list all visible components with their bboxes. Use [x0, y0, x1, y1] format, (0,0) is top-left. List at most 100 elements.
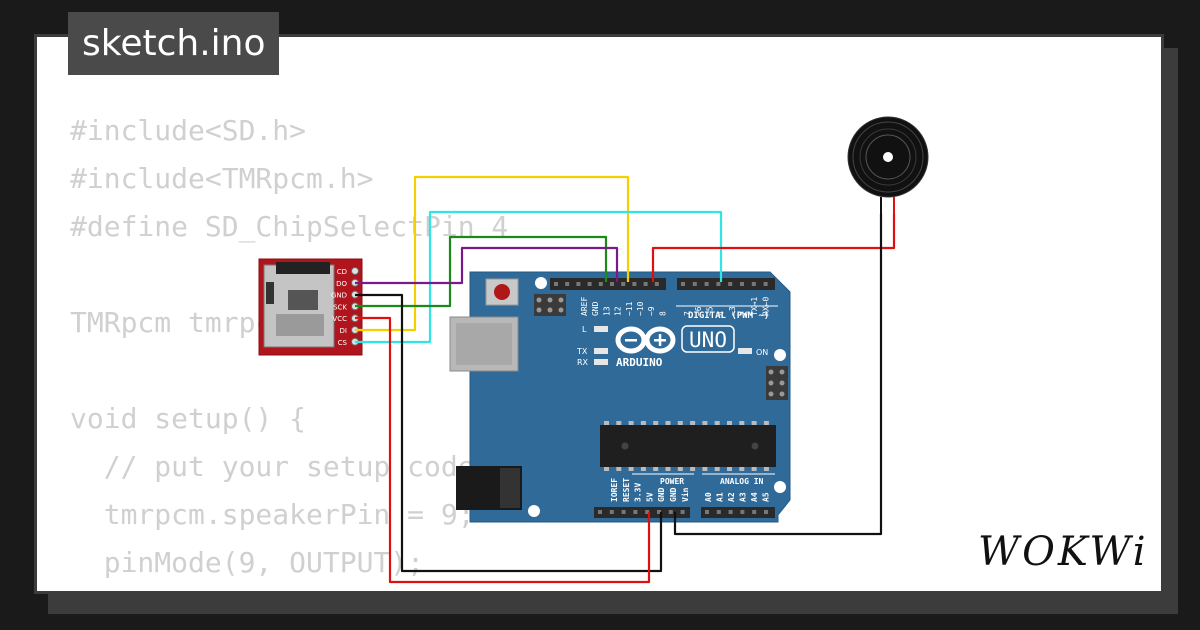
pin-label: A2 — [727, 492, 736, 502]
pin-label: ~10 — [636, 301, 645, 316]
sd-pin-label: GND — [331, 292, 347, 300]
header-pin — [643, 282, 648, 286]
pin-label: 3.3V — [634, 483, 643, 502]
icsp-header — [534, 294, 566, 316]
chip-pin — [702, 421, 708, 425]
chip-pin — [616, 467, 622, 471]
chip-pin — [653, 421, 659, 425]
wire-green-sck[interactable] — [355, 235, 608, 308]
led-l — [594, 326, 608, 332]
led-rx — [594, 359, 608, 365]
chip-pin — [665, 467, 671, 471]
code-line: void setup() { — [70, 402, 307, 435]
icsp-header-right — [766, 366, 788, 400]
led-label-tx: TX — [576, 347, 588, 356]
digital-header-left[interactable] — [550, 278, 666, 290]
digital-label: DIGITAL (PWM ~) — [688, 311, 769, 321]
chip-pin — [665, 421, 671, 425]
pin-label: ~9 — [647, 306, 656, 316]
led-on — [738, 348, 752, 354]
analog-header[interactable] — [701, 507, 775, 518]
chip-pin — [739, 467, 745, 471]
led-label-on: ON — [756, 348, 768, 357]
pin-label: GND — [657, 487, 666, 502]
chip-pin — [739, 421, 745, 425]
wire-red-speaker[interactable] — [651, 214, 896, 282]
chip-pin — [690, 467, 696, 471]
header-pin — [740, 510, 745, 514]
chip-pin — [604, 467, 609, 471]
chip-pin — [763, 421, 769, 425]
digital-header-right[interactable] — [677, 278, 775, 290]
header-pin — [704, 282, 709, 286]
wire-black-speaker-gnd[interactable] — [673, 214, 883, 536]
pin-label: IOREF — [610, 478, 619, 502]
header-pin — [598, 282, 603, 286]
header-pin — [681, 282, 685, 286]
chip-pin — [727, 421, 732, 425]
pin-label: A5 — [762, 492, 771, 502]
sd-pin-label: CD — [337, 268, 347, 276]
pin-label: A4 — [750, 492, 759, 502]
pin-label: 8 — [658, 311, 667, 316]
header-pin — [610, 282, 614, 286]
pin-label: A0 — [704, 492, 713, 502]
header-pin — [598, 510, 602, 514]
header-pin — [716, 510, 721, 514]
code-line: tmrpcm.speakerPin = 9; — [70, 498, 475, 531]
code-line: #include<SD.h> — [70, 114, 307, 147]
chip-pin — [727, 467, 732, 471]
pin-label: 2 — [739, 311, 748, 316]
mounting-hole — [528, 505, 540, 517]
sd-pin-label: DI — [340, 327, 347, 335]
pin-label: 5V — [645, 492, 654, 502]
header-pin — [728, 282, 733, 286]
header-pin — [705, 510, 709, 514]
header-pin — [621, 510, 626, 514]
wire-cyan-cs[interactable] — [355, 210, 723, 344]
power-label: POWER — [660, 477, 684, 486]
header-pin — [657, 510, 661, 514]
chip-pin — [677, 421, 683, 425]
sd-pin-label: SCK — [333, 303, 347, 311]
wire-black-sd-gnd[interactable] — [355, 293, 663, 573]
pin-label: GND — [669, 487, 678, 502]
sd-pin-label: DO — [336, 280, 347, 288]
sd-pin-label: VCC — [332, 315, 347, 323]
led-label-l: L — [582, 325, 587, 334]
sd-pin[interactable] — [351, 267, 359, 275]
header-pin — [554, 282, 558, 286]
chip-pin — [640, 421, 646, 425]
header-pin — [692, 282, 697, 286]
header-pin — [565, 282, 570, 286]
chip-pin — [653, 467, 659, 471]
mounting-hole — [774, 349, 786, 361]
header-pin — [633, 510, 638, 514]
pin-label: 7 — [683, 311, 692, 316]
header-pin — [763, 282, 768, 286]
chip-pin — [604, 421, 609, 425]
header-pin — [609, 510, 614, 514]
mounting-hole — [535, 277, 547, 289]
piezo-buzzer[interactable] — [847, 116, 929, 214]
pin-label: RESET — [622, 478, 631, 502]
board-model: UNO — [689, 328, 727, 352]
pin-label: ~5 — [705, 306, 714, 316]
header-pin — [645, 510, 650, 514]
chip-pin — [628, 421, 634, 425]
pin-label: A3 — [739, 492, 748, 502]
header-pin — [728, 510, 733, 514]
header-pin — [587, 282, 592, 286]
chip-pin — [640, 467, 646, 471]
header-pin — [632, 282, 637, 286]
wire-purple-do[interactable] — [355, 246, 619, 285]
chip-pin — [677, 467, 683, 471]
power-header[interactable] — [594, 507, 690, 518]
wire-red-sd-vcc[interactable] — [355, 316, 651, 584]
pin-label: GND — [591, 301, 600, 316]
chip-pin — [714, 467, 720, 471]
atmega-chip — [600, 421, 776, 471]
